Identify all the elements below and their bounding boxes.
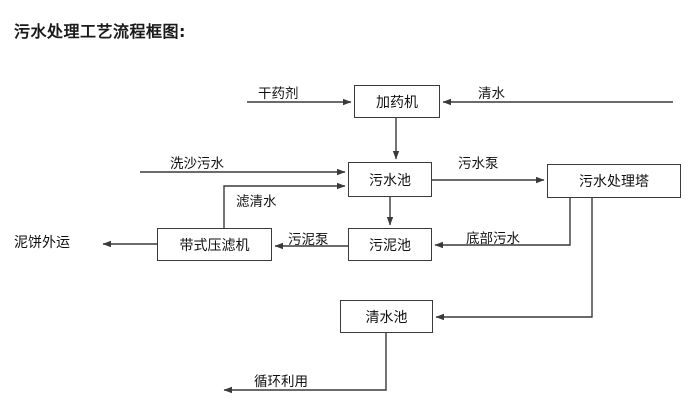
node-label: 污水处理塔 xyxy=(579,174,649,190)
node-clear-water-pool[interactable]: 清水池 xyxy=(340,300,433,333)
node-label: 加药机 xyxy=(376,94,418,111)
node-label: 污水池 xyxy=(369,172,411,189)
node-wastewater-pool[interactable]: 污水池 xyxy=(348,162,432,197)
edge-tower-to-clear-water-pool xyxy=(435,198,593,321)
node-treatment-tower[interactable]: 污水处理塔 xyxy=(547,164,681,198)
edge-tower-bottom-sewage-to-sludge-pool xyxy=(434,198,571,249)
node-sludge-pool[interactable]: 污泥池 xyxy=(348,228,432,261)
node-label: 污泥池 xyxy=(369,237,411,254)
edge-label-recycle-reuse: 循环利用 xyxy=(254,374,308,390)
node-belt-filter-press[interactable]: 带式压滤机 xyxy=(157,228,272,261)
edge-label-sand-wash-sewage: 洗沙污水 xyxy=(170,156,224,172)
node-label: 清水池 xyxy=(365,309,408,326)
edge-label-dry-chemical: 干药剂 xyxy=(258,86,299,102)
edge-label-sludge-pump: 污泥泵 xyxy=(288,232,329,248)
edge-label-sewage-pump: 污水泵 xyxy=(458,156,499,172)
edge-filtered-water-to-wastewater-pool xyxy=(223,182,346,228)
node-dosing-machine[interactable]: 加药机 xyxy=(354,85,440,118)
edge-label-clean-water: 清水 xyxy=(478,86,505,102)
node-label: 带式压滤机 xyxy=(179,237,250,254)
edge-label-bottom-sewage: 底部污水 xyxy=(466,231,520,247)
page-title: 污水处理工艺流程框图: xyxy=(14,22,186,41)
edge-clear-water-pool-to-recycle xyxy=(223,333,387,394)
terminal-label-mud-cake-out: 泥饼外运 xyxy=(14,235,70,251)
edge-label-filtered-water: 滤清水 xyxy=(236,194,277,210)
